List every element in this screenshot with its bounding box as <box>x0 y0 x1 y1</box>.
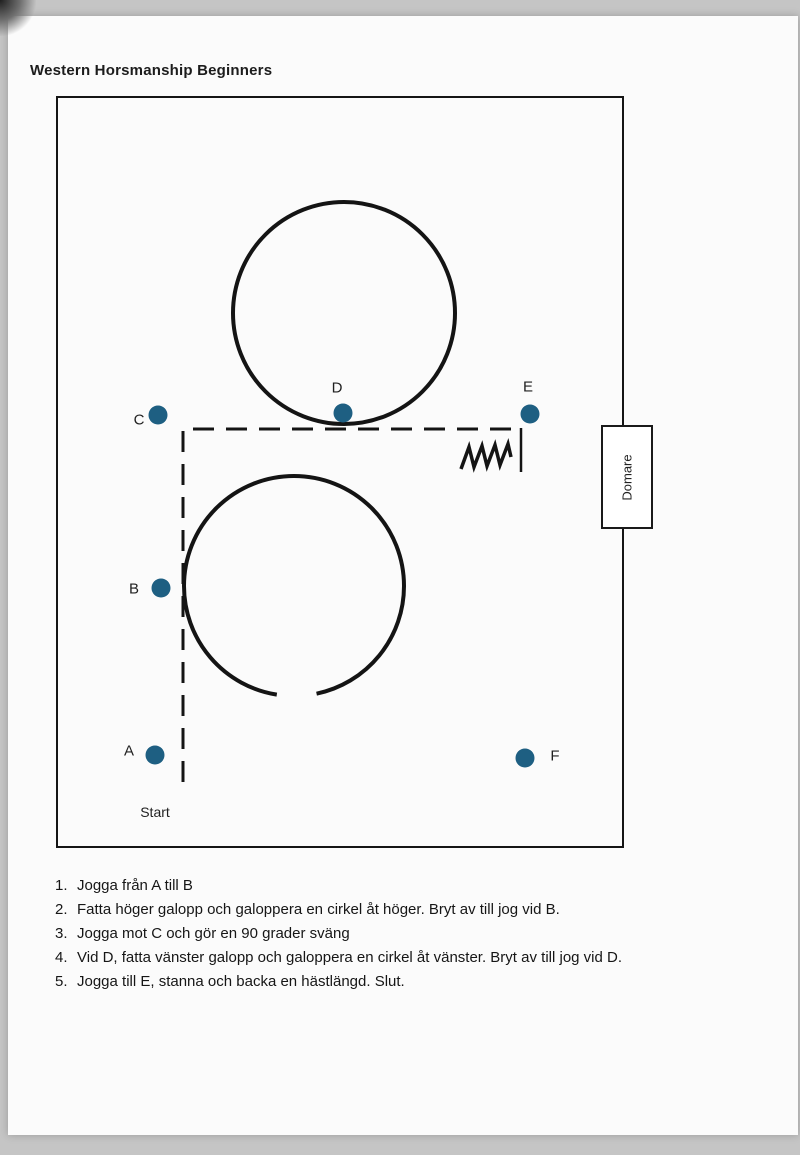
cone-label-C: C <box>133 411 145 429</box>
backup-zigzag-icon <box>459 438 513 473</box>
instruction-text: Jogga mot C och gör en 90 grader sväng <box>77 925 350 942</box>
cone-C <box>148 405 168 425</box>
cone-A <box>145 745 165 765</box>
cone-label-A: A <box>123 742 135 760</box>
cone-B <box>151 578 171 598</box>
instruction-text: Fatta höger galopp och galoppera en cirk… <box>77 901 560 918</box>
cone-D <box>333 403 353 423</box>
photo-corner-shadow <box>0 0 36 36</box>
instruction-item: 4. Vid D, fatta vänster galopp och galopp… <box>55 946 748 970</box>
lower-circle <box>182 474 406 698</box>
instruction-number: 5. <box>55 973 68 990</box>
pattern-svg <box>181 200 523 782</box>
instruction-number: 4. <box>55 949 68 966</box>
cone-label-E: E <box>522 378 534 396</box>
cone-layer: A B C D E F <box>58 98 622 846</box>
instruction-item: 5. Jogga till E, stanna och backa en häst… <box>55 970 748 994</box>
instruction-item: 2. Fatta höger galopp och galoppera en ci… <box>55 898 748 922</box>
upper-circle <box>231 200 457 426</box>
instruction-number: 1. <box>55 877 68 894</box>
jog-path-dashed <box>181 427 520 782</box>
cone-label-B: B <box>128 580 140 598</box>
cone-label-F: F <box>550 747 560 765</box>
arena-diagram: A B C D E F Start Domare <box>56 96 653 848</box>
instruction-number: 3. <box>55 925 68 942</box>
cone-F <box>515 748 535 768</box>
instruction-item: 3. Jogga mot C och gör en 90 grader sväng <box>55 922 748 946</box>
instruction-number: 2. <box>55 901 68 918</box>
cone-E <box>520 404 540 424</box>
start-label: Start <box>140 804 170 820</box>
instruction-text: Vid D, fatta vänster galopp och galopper… <box>77 949 623 966</box>
judge-label: Domare <box>619 453 635 501</box>
instruction-list: 1. Jogga från A till B 2. Fatta höger galop… <box>55 874 748 994</box>
cone-label-D: D <box>331 379 343 397</box>
instruction-item: 1. Jogga från A till B <box>55 874 748 898</box>
instruction-text: Jogga till E, stanna och backa en hästlä… <box>77 973 405 990</box>
page-title: Western Horsmanship Beginners <box>30 62 273 79</box>
document-page: Western Horsmanship Beginners A B C D E F Sta… <box>8 16 798 1135</box>
judge-box: Domare <box>601 425 653 529</box>
instruction-text: Jogga från A till B <box>77 877 193 894</box>
